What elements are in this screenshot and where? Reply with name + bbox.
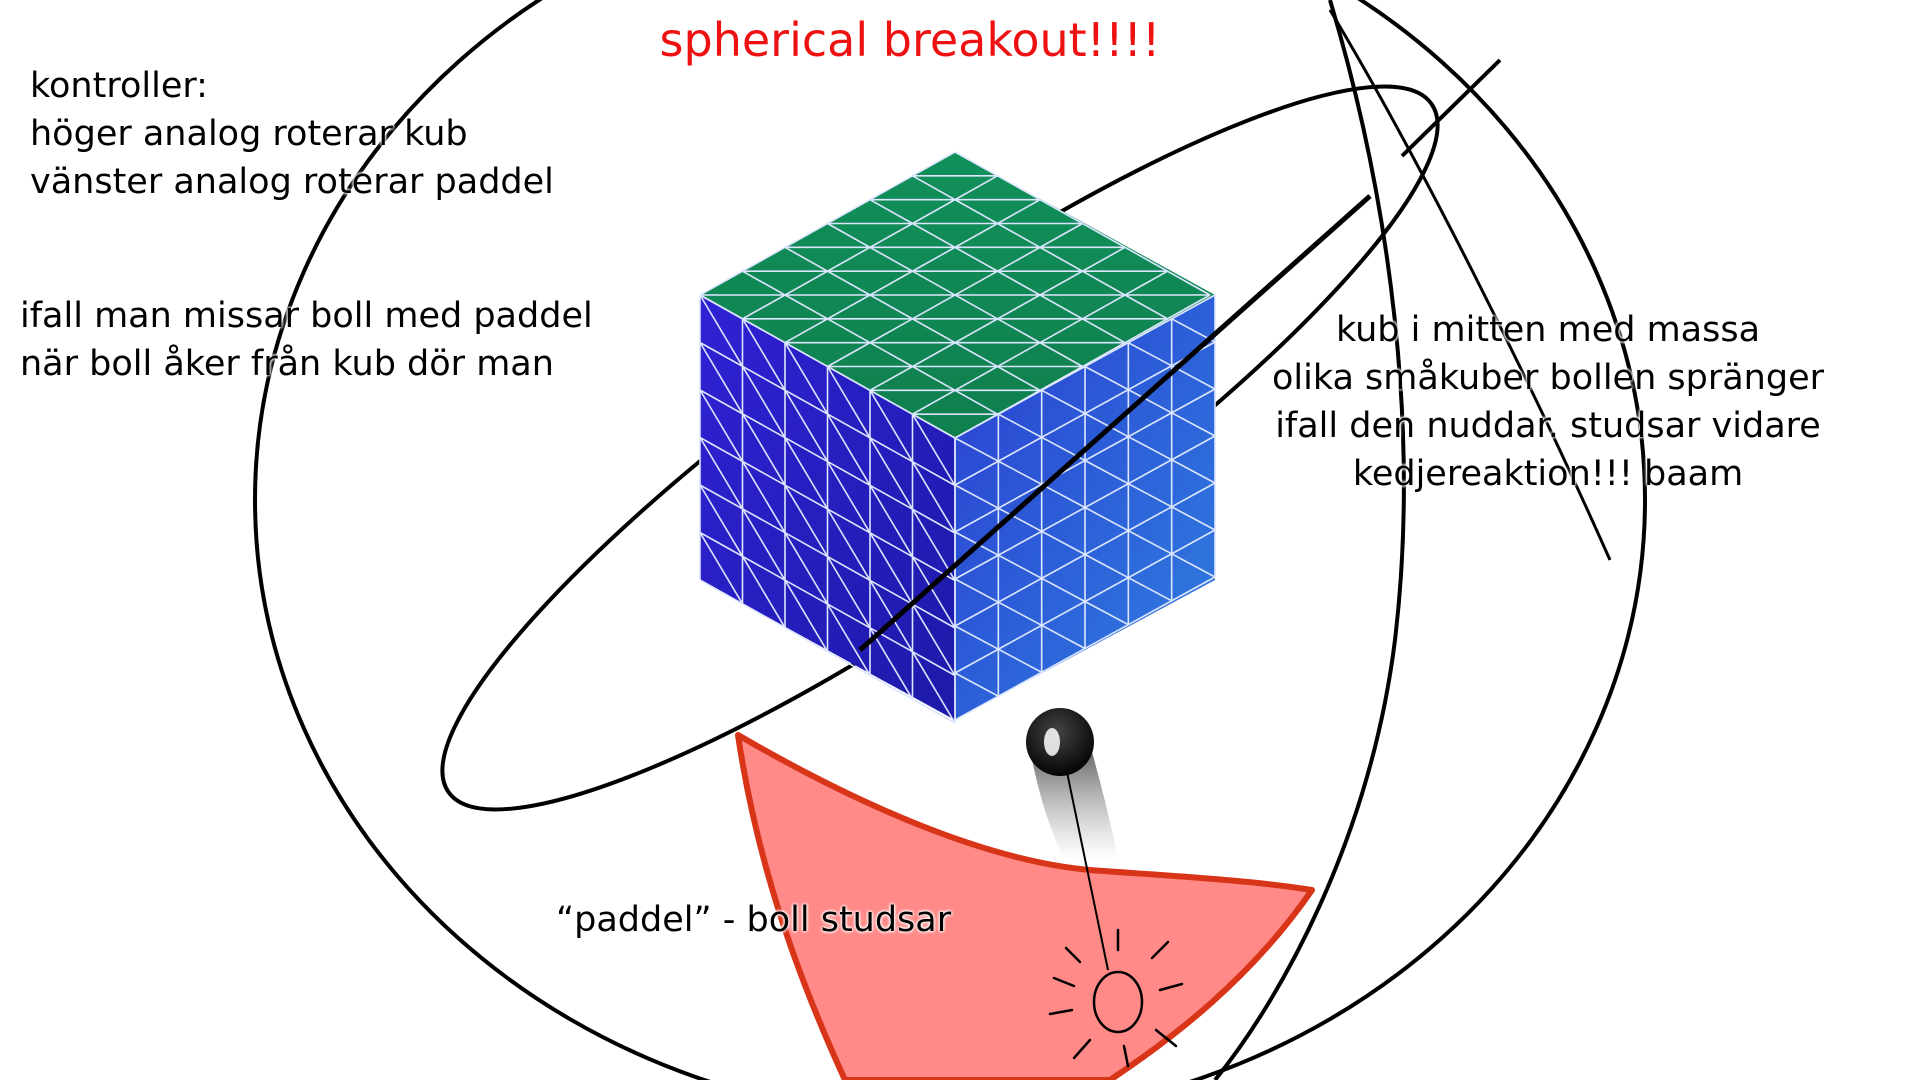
cube-left-diagonal (741, 460, 786, 534)
axis-line-upper (1400, 58, 1502, 158)
cube-left-diagonal (869, 532, 914, 605)
miss-rule-line-1: ifall man missar boll med paddel (20, 296, 593, 336)
cube-left-diagonal (869, 437, 914, 510)
cube-left-diagonal (911, 413, 956, 486)
cube-right-diagonal (1171, 412, 1216, 437)
cube-left-diagonal (869, 627, 914, 700)
cube-left-diagonal (741, 365, 786, 439)
axis-line-lower (858, 194, 1372, 652)
cube-right-diagonal (1041, 530, 1086, 556)
cube-right-diagonal (954, 625, 999, 650)
controls-note: kontroller: höger analog roterar kub vän… (30, 62, 554, 206)
cube-right-diagonal (1171, 459, 1216, 484)
cube-left-diagonal (826, 508, 871, 581)
cube-right-diagonal (954, 578, 999, 603)
cube-right-diagonal (1084, 600, 1129, 626)
cube-right-diagonal (997, 413, 1043, 439)
cube-left-diagonal (699, 342, 744, 415)
cube-left-diagonal (911, 461, 956, 534)
miss-rule-note: ifall man missar boll med paddel när bol… (20, 292, 593, 388)
cube-left-diagonal (826, 603, 871, 676)
cube-left-diagonal (741, 555, 786, 629)
cube-right-diagonal (1041, 624, 1086, 650)
cube-left-diagonal (784, 342, 829, 415)
cube-right-diagonal (1041, 577, 1086, 603)
sphere-outline (253, 0, 1647, 1080)
sphere-meridian-arc (1213, 0, 1406, 1080)
cube-right-diagonal (997, 460, 1043, 486)
sun-sketch-icon (1048, 928, 1184, 1068)
cube-right-diagonal (1127, 482, 1173, 508)
cube-left-diagonal (911, 603, 956, 676)
controls-left-stick: vänster analog roterar paddel (30, 162, 554, 202)
cube-right-diagonal (1127, 435, 1173, 461)
cube-left-diagonal (699, 294, 744, 367)
breakout-cube (699, 151, 1216, 724)
cube-description-line-1: kub i mitten med massa (1335, 310, 1761, 350)
cube-right-diagonal (1171, 553, 1216, 578)
cube-right-diagonal (1041, 389, 1086, 415)
cube-right-diagonal (997, 601, 1043, 627)
cube-description-note: kub i mitten med massa olika småkuber bo… (1218, 306, 1878, 498)
cube-left-diagonal (869, 484, 914, 558)
cube-left-diagonal (784, 579, 829, 652)
cube-left-diagonal (826, 556, 871, 629)
cube-right-diagonal (1127, 388, 1173, 414)
paddle-label: “paddel” - boll studsar (556, 900, 952, 940)
cube-left-diagonal (784, 532, 829, 605)
cube-right-diagonal (954, 484, 999, 509)
page-title: spherical breakout!!!! (659, 13, 1161, 67)
cube-right-diagonal (1171, 506, 1216, 531)
cube-right-diagonal (1084, 412, 1129, 438)
cube-left-diagonal (784, 389, 829, 462)
cube-right-diagonal (1171, 365, 1216, 390)
cube-left-diagonal (869, 579, 914, 653)
cube-right-diagonal (997, 507, 1043, 533)
cube-right-diagonal (1127, 576, 1173, 602)
controls-right-stick: höger analog roterar kub (30, 114, 468, 154)
cube-left-diagonal (826, 461, 871, 534)
cube-right-diagonal (1084, 553, 1129, 579)
cube-left-diagonal (784, 484, 829, 557)
cube-left-diagonal (826, 413, 871, 486)
cube-right-diagonal (997, 648, 1043, 674)
cube-left-diagonal (699, 532, 744, 605)
cube-right-diagonal (1127, 529, 1173, 555)
cube-left-diagonal (911, 556, 956, 629)
cube-right-diagonal (1041, 483, 1086, 509)
cube-description-line-2: olika småkuber bollen spränger (1271, 358, 1825, 398)
sphere-meridian-arc-2 (1328, 9, 1612, 561)
cube-description-line-3: ifall den nuddar. studsar vidare (1275, 406, 1821, 446)
cube-left-diagonal (699, 437, 744, 510)
cube-left-diagonal (826, 366, 871, 439)
cube-left-diagonal (784, 437, 829, 510)
cube-left-diagonal (699, 484, 744, 557)
ball-path-line (1061, 747, 1109, 971)
cube-right-diagonal (1084, 365, 1129, 391)
ball-icon (1026, 708, 1094, 776)
cube-right-diagonal (997, 554, 1043, 580)
controls-heading: kontroller: (30, 66, 208, 106)
cube-left-diagonal (741, 413, 786, 486)
miss-rule-line-2: när boll åker från kub dör man (20, 344, 554, 384)
cube-left-diagonal (741, 318, 786, 391)
cube-right-diagonal (954, 672, 999, 697)
cube-grid-lines (699, 151, 1216, 724)
cube-right-diagonal (1127, 341, 1173, 367)
cube-description-line-4: kedjereaktion!!! baam (1352, 454, 1744, 494)
cube-left-diagonal (869, 389, 914, 463)
cube-right-diagonal (954, 437, 999, 462)
paddle-shape (735, 732, 1315, 1080)
cube-right-diagonal (1084, 506, 1129, 532)
cube-right-diagonal (1084, 459, 1129, 485)
cube-left-diagonal (741, 508, 786, 581)
cube-left-diagonal (699, 389, 744, 462)
cube-left-diagonal (911, 651, 956, 724)
